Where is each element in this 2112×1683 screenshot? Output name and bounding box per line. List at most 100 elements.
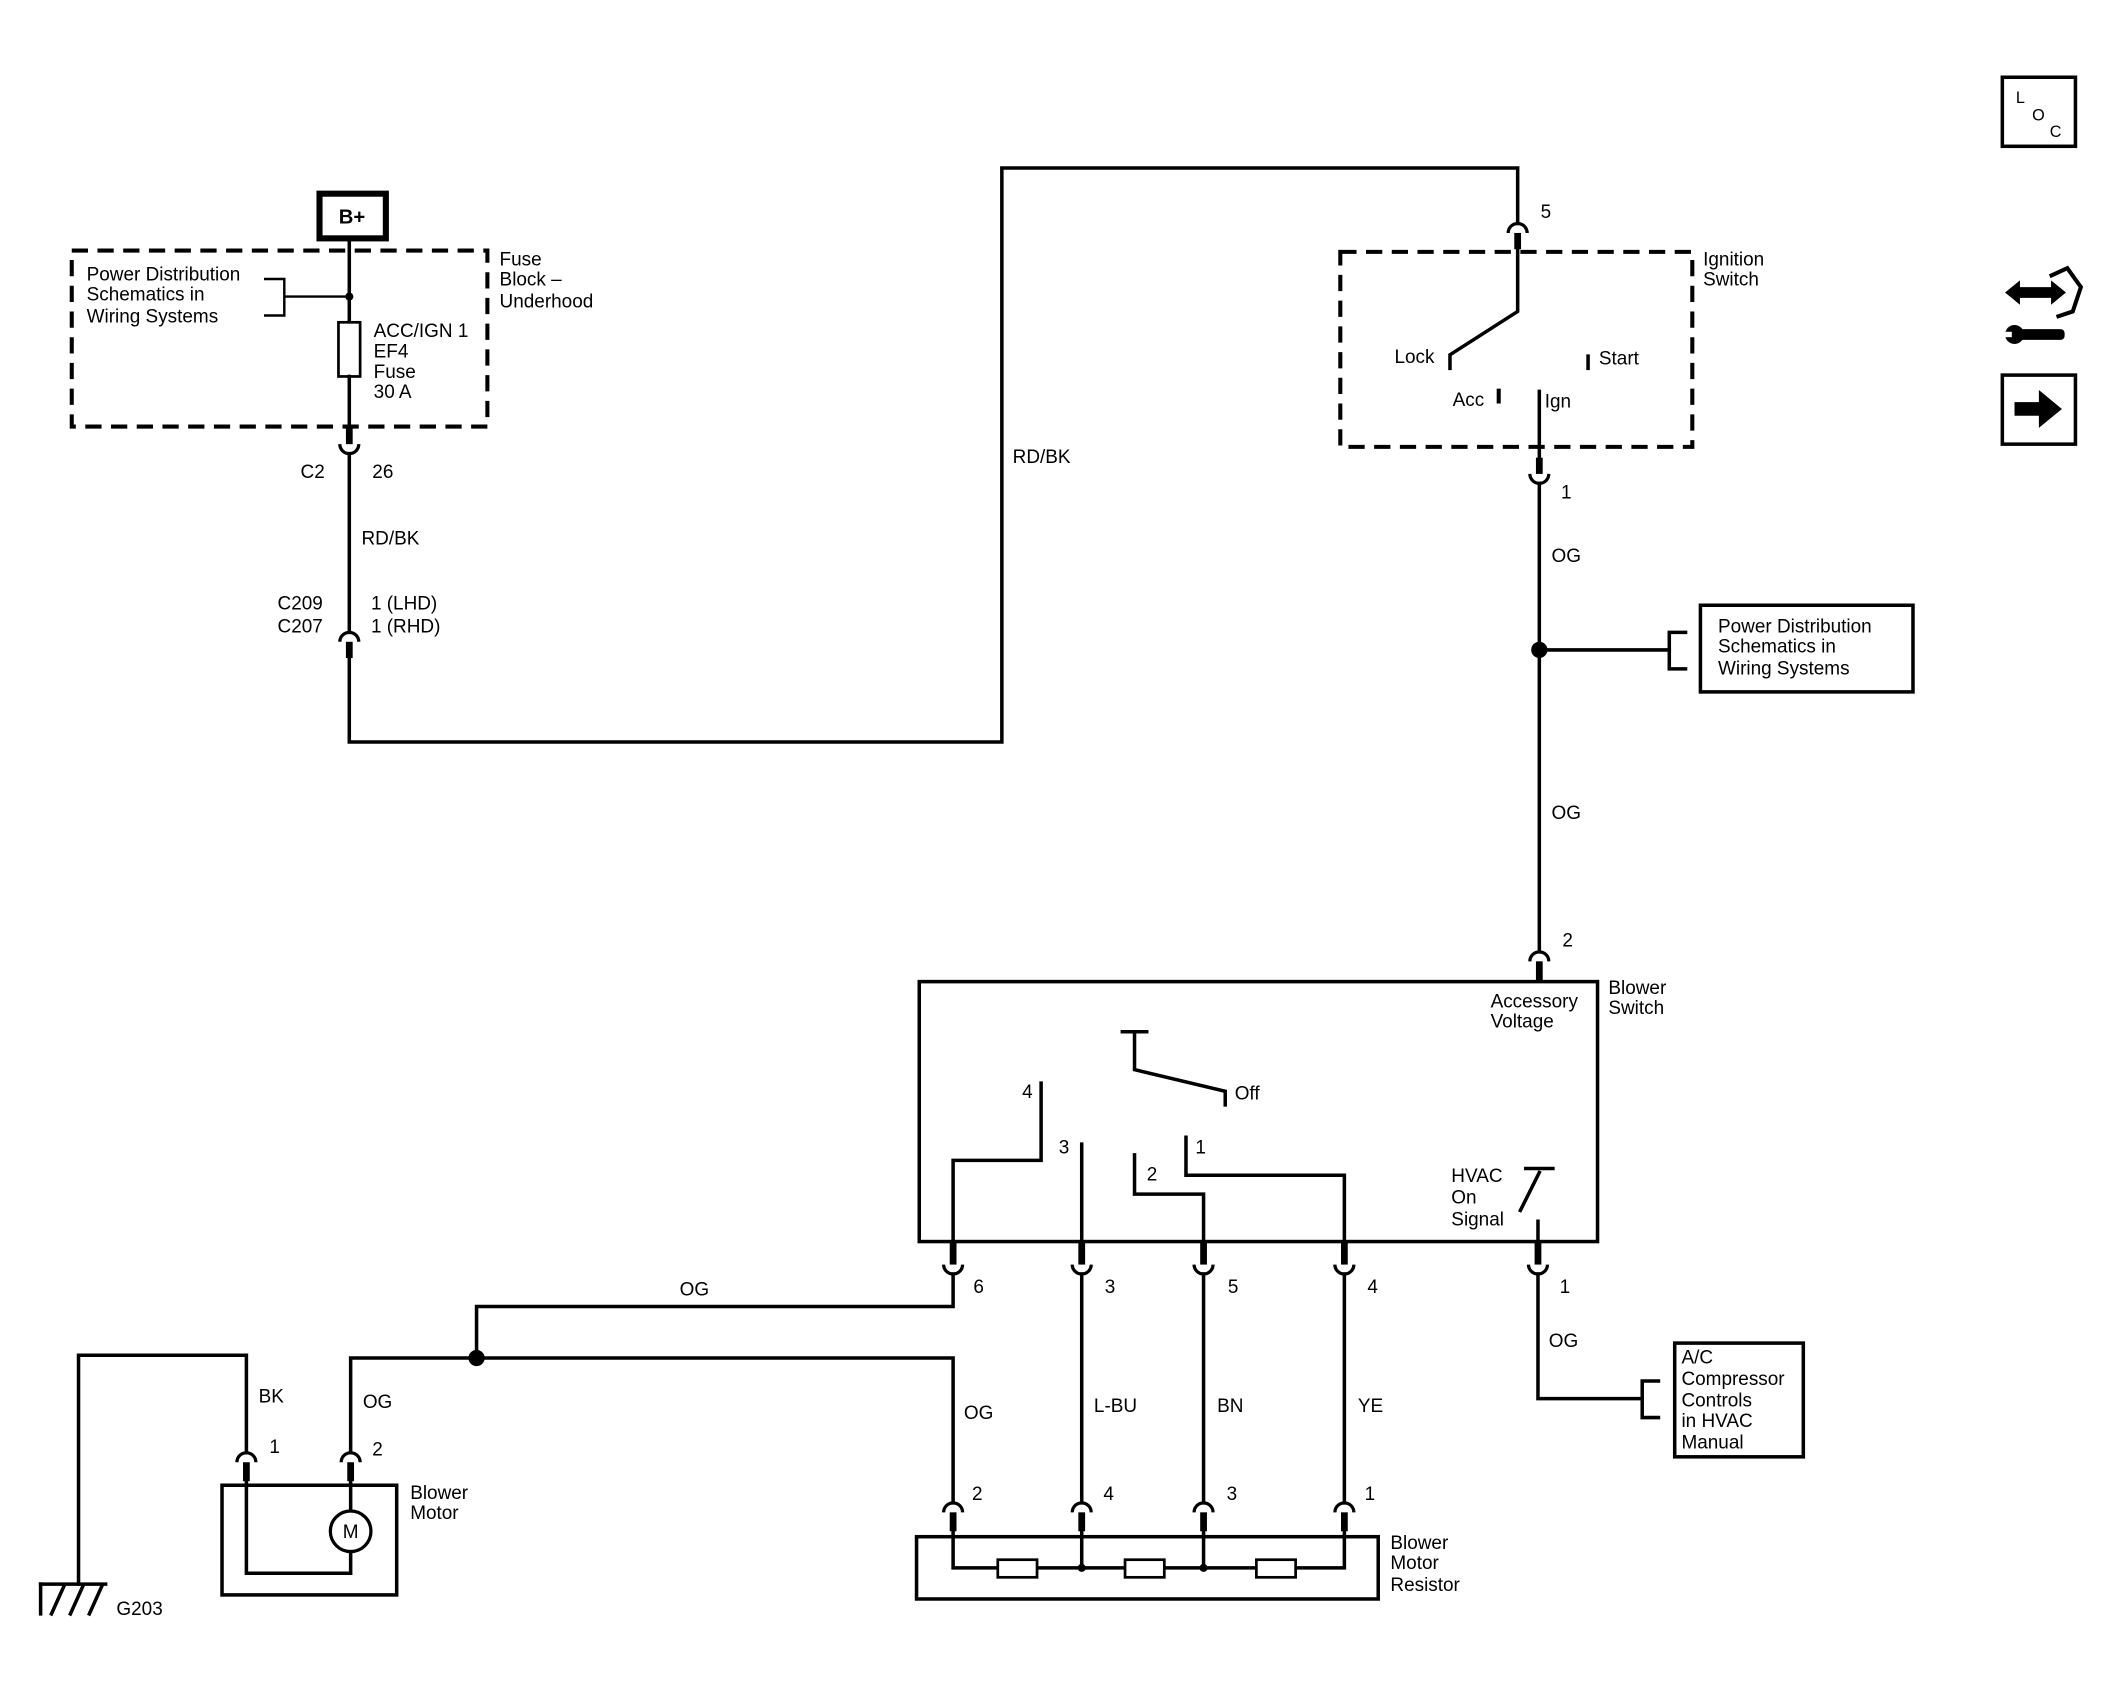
wire-og-motor-label: OG xyxy=(363,1392,392,1413)
power-dist-ref-line-3[interactable]: Wiring Systems xyxy=(1718,658,1850,679)
connector-resistor-3-socket xyxy=(1192,1501,1215,1513)
ignition-ign-label: Ign xyxy=(1545,392,1571,413)
blower-switch-pin-1: 1 xyxy=(1560,1277,1571,1298)
motor-symbol-label: M xyxy=(343,1522,359,1543)
wire-bn-label: BN xyxy=(1217,1396,1243,1417)
ignition-start-label: Start xyxy=(1599,348,1640,369)
ignition-switch-title-1: Ignition xyxy=(1703,249,1764,270)
ac-ref-line-5[interactable]: Manual xyxy=(1681,1433,1743,1454)
fuse-label-2: EF4 xyxy=(374,342,409,363)
connector-blower-switch-5-socket xyxy=(1192,1264,1215,1276)
wrench-head-icon[interactable] xyxy=(2005,325,2024,344)
vehicle-outline-icon[interactable] xyxy=(2048,265,2084,319)
resistor-node-dot-1 xyxy=(1077,1563,1086,1572)
fuse-block-outline xyxy=(69,248,490,429)
blower-switch-arm xyxy=(1132,1029,1227,1107)
connector-c2-pin: 26 xyxy=(372,462,393,483)
ignition-pin-5: 5 xyxy=(1541,202,1552,223)
blower-motor-title-1: Blower xyxy=(410,1483,468,1504)
resistor-pin-2: 2 xyxy=(972,1484,983,1505)
next-arrow-icon[interactable] xyxy=(2000,373,2078,446)
hvac-switch-arm xyxy=(1518,1170,1542,1213)
blower-switch-title-2: Switch xyxy=(1608,998,1664,1019)
blower-switch-pin-6: 6 xyxy=(973,1277,984,1298)
blower-contact-4-label: 4 xyxy=(1022,1082,1033,1103)
ac-ref-line-1[interactable]: A/C xyxy=(1681,1347,1713,1368)
power-dist-ref-line-2[interactable]: Schematics in xyxy=(1718,637,1836,658)
connector-resistor-4-socket xyxy=(1070,1501,1093,1513)
wire-og-resistor-label: OG xyxy=(964,1403,993,1424)
blower-switch-off-label: Off xyxy=(1235,1083,1261,1104)
accessory-voltage-label-2: Voltage xyxy=(1491,1012,1554,1033)
connector-ignition-1-socket xyxy=(1528,473,1551,486)
connector-c209-pin: 1 (LHD) xyxy=(371,593,437,614)
fuse-block-title-2: Block – xyxy=(500,270,563,291)
loc-icon-letter-c: C xyxy=(2050,123,2062,141)
wire-og-top-label: OG xyxy=(680,1280,709,1301)
loc-icon-letter-l: L xyxy=(2016,89,2025,107)
wire-og-to-ac xyxy=(1536,1272,1644,1401)
blower-switch-title-1: Blower xyxy=(1608,978,1666,999)
wrench-jaw-gap xyxy=(2003,331,2012,338)
loc-icon[interactable]: L O C xyxy=(2000,75,2078,149)
connector-ignition-5-socket xyxy=(1506,221,1529,234)
fuse-ref-line-1[interactable]: Power Distribution xyxy=(87,264,241,285)
ignition-acc-label: Acc xyxy=(1453,390,1485,411)
right-arrow-icon[interactable] xyxy=(2014,389,2062,428)
ac-ref-line-3[interactable]: Controls xyxy=(1681,1391,1752,1412)
wrench-handle-icon[interactable] xyxy=(2013,329,2065,340)
power-dist-ref-bracket xyxy=(1667,630,1688,671)
fuse-label-3: Fuse xyxy=(374,362,416,383)
blower-contact-1 xyxy=(1184,1135,1347,1244)
ac-ref-bracket xyxy=(1640,1379,1661,1420)
loc-icon-letter-o: O xyxy=(2032,107,2045,125)
hvac-on-signal-label-2: On xyxy=(1451,1188,1476,1209)
double-arrow-icon[interactable] xyxy=(2005,280,2066,305)
next-arrow-frame[interactable] xyxy=(2000,373,2078,446)
connector-blower-motor-2-socket xyxy=(339,1451,362,1463)
blower-contact-2 xyxy=(1132,1153,1206,1244)
wire-bk-label: BK xyxy=(259,1387,285,1408)
connector-blower-motor-1-socket xyxy=(235,1451,258,1463)
wire-rd-bk-long-label: RD/BK xyxy=(1013,447,1071,468)
ac-ref-box[interactable] xyxy=(1672,1341,1806,1459)
ground-symbol xyxy=(38,1582,108,1617)
power-dist-ref-line-1[interactable]: Power Distribution xyxy=(1718,616,1872,637)
ac-compressor-controls-ref[interactable]: A/C Compressor Controls in HVAC Manual xyxy=(1672,1341,1806,1459)
loc-icon-frame[interactable] xyxy=(2000,75,2078,149)
arrows-wrench-icon[interactable] xyxy=(2003,265,2084,344)
wire-rd-bk-upper-label: RD/BK xyxy=(361,528,419,549)
fuse-ref-line-3[interactable]: Wiring Systems xyxy=(87,306,219,327)
connector-resistor-1-socket xyxy=(1333,1501,1356,1513)
ignition-switch-outline xyxy=(1338,249,1695,449)
connector-blower-switch-1-socket xyxy=(1526,1264,1550,1276)
blower-motor-lead-return xyxy=(244,1479,353,1576)
wire-og-from-pin-6 xyxy=(474,1272,955,1360)
fuse-ref-line-2[interactable]: Schematics in xyxy=(87,285,205,306)
resistor-pin-3: 3 xyxy=(1227,1484,1238,1505)
hvac-on-signal-label-3: Signal xyxy=(1451,1209,1504,1230)
ignition-switch-arm xyxy=(1448,247,1520,371)
power-dist-ref-box[interactable] xyxy=(1698,603,1915,694)
power-distribution-ref[interactable]: Power Distribution Schematics in Wiring … xyxy=(1698,603,1915,694)
resistor-element-3 xyxy=(1255,1558,1297,1579)
ignition-switch-title-2: Switch xyxy=(1703,270,1759,291)
wire-og-ac-label: OG xyxy=(1549,1331,1578,1352)
wire-rd-bk-to-ignition xyxy=(347,166,1520,744)
connector-blower-switch-6-socket xyxy=(942,1264,965,1276)
blower-motor-box xyxy=(220,1483,399,1597)
wire-l-bu-label: L-BU xyxy=(1094,1396,1137,1417)
fuse-block-power-distribution-ref[interactable]: Power Distribution Schematics in Wiring … xyxy=(87,264,241,327)
resistor-title-3: Resistor xyxy=(1390,1575,1459,1596)
connector-c209-name: C209 xyxy=(278,593,323,614)
blower-motor-pin-2: 2 xyxy=(372,1439,383,1460)
connector-c207-pin: 1 (RHD) xyxy=(371,616,440,637)
ac-ref-line-2[interactable]: Compressor xyxy=(1681,1369,1784,1390)
resistor-element-1 xyxy=(996,1558,1039,1579)
connector-blower-switch-3-socket xyxy=(1070,1264,1093,1276)
blower-contact-2-label: 2 xyxy=(1147,1165,1158,1186)
ac-ref-line-4[interactable]: in HVAC xyxy=(1681,1411,1752,1432)
blower-switch-box xyxy=(917,979,1600,1244)
fuse-ef4-symbol xyxy=(337,320,362,378)
ignition-pin-1: 1 xyxy=(1561,482,1572,503)
